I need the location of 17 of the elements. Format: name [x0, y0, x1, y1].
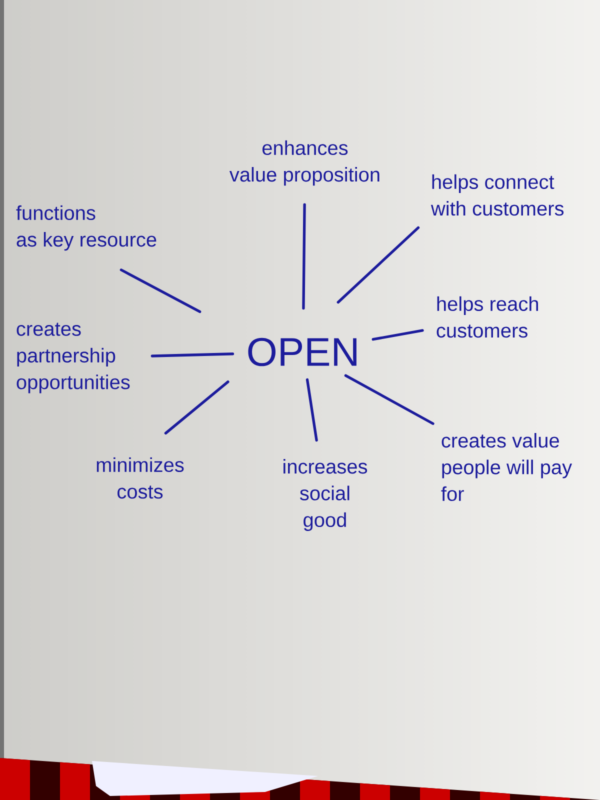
branch-label: minimizes costs: [96, 457, 184, 499]
branch-label: enhances value proposition: [229, 140, 380, 186]
center-word: OPEN: [248, 338, 356, 366]
connector-line: [372, 329, 424, 341]
branch-label: creates value people will pay for: [441, 433, 572, 501]
connector-line: [164, 380, 230, 435]
connector-line: [306, 378, 318, 442]
connector-line: [150, 352, 234, 358]
connector-line: [302, 203, 306, 310]
branch-label: functions as key resource: [16, 205, 156, 251]
branch-label: helps reach customers: [436, 296, 538, 338]
branch-label: creates partnership opportunities: [16, 322, 130, 394]
connector-line: [120, 268, 202, 314]
branch-label: increases social good: [284, 459, 368, 531]
connector-line: [344, 374, 434, 425]
branch-label: helps connect with customers: [430, 174, 564, 216]
connector-line: [336, 226, 420, 304]
